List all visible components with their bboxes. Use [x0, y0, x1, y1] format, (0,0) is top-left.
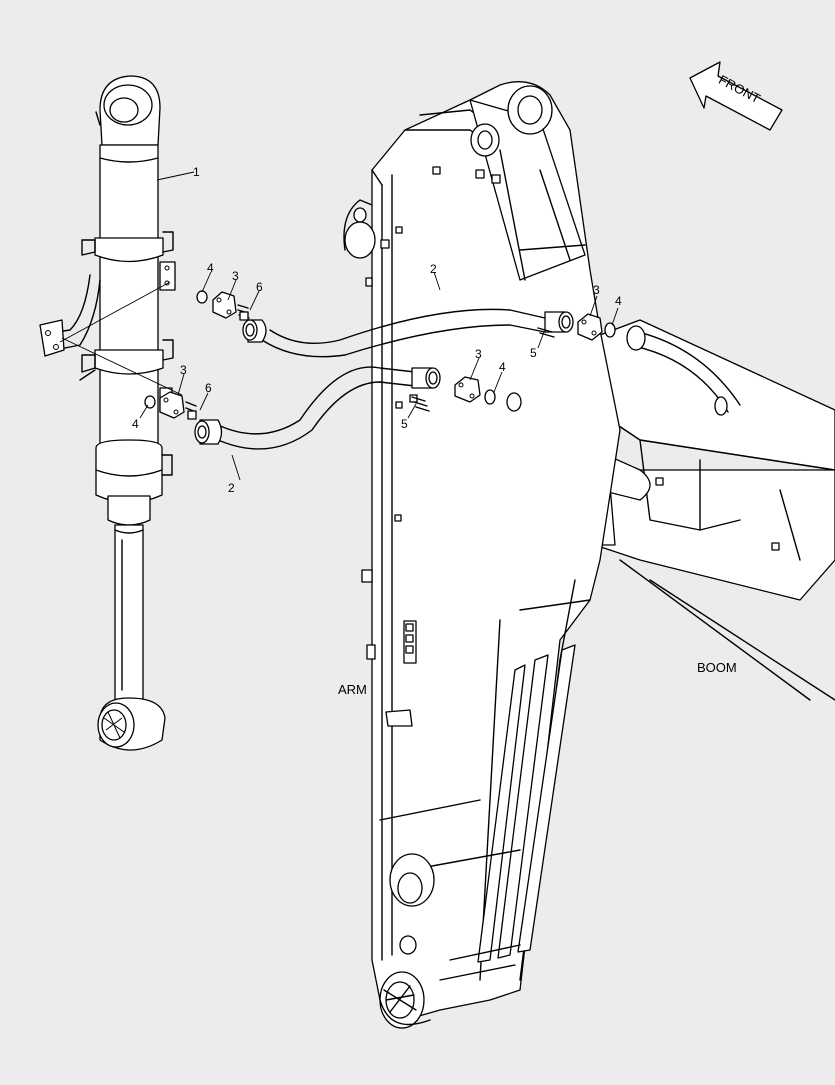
hose-upper: [242, 308, 574, 358]
callout-4-left-upper: 4: [207, 261, 214, 275]
arm: [343, 81, 621, 1029]
o-ring-upper-left: [196, 290, 208, 304]
callout-3-right: 3: [593, 283, 600, 297]
callout-4-left-lower: 4: [132, 417, 139, 431]
callout-5-right: 5: [530, 346, 537, 360]
callout-6-lower: 6: [205, 381, 212, 395]
callout-4-right: 4: [615, 294, 622, 308]
callout-4-mid: 4: [499, 360, 506, 374]
leader-lines: [59, 171, 619, 481]
callout-3-left-upper: 3: [232, 269, 239, 283]
arm-label: ARM: [338, 682, 367, 697]
callout-3-left-lower: 3: [180, 363, 187, 377]
split-flange-upper-left: [212, 291, 237, 319]
callout-numbers: 1 2 2 4 3 6 3 6 4 3 4 5 3 4 5: [132, 165, 622, 495]
arm-cylinder: [39, 75, 176, 751]
callout-3-mid: 3: [475, 347, 482, 361]
hose-lower: [194, 366, 441, 450]
callout-1: 1: [193, 165, 200, 179]
callout-6-upper: 6: [256, 280, 263, 294]
callout-2-lower: 2: [228, 481, 235, 495]
boom-label: BOOM: [697, 660, 737, 675]
callout-5-mid: 5: [401, 417, 408, 431]
front-arrow: FRONT: [689, 61, 783, 131]
flange-fittings: [144, 290, 616, 420]
callout-2-upper: 2: [430, 262, 437, 276]
